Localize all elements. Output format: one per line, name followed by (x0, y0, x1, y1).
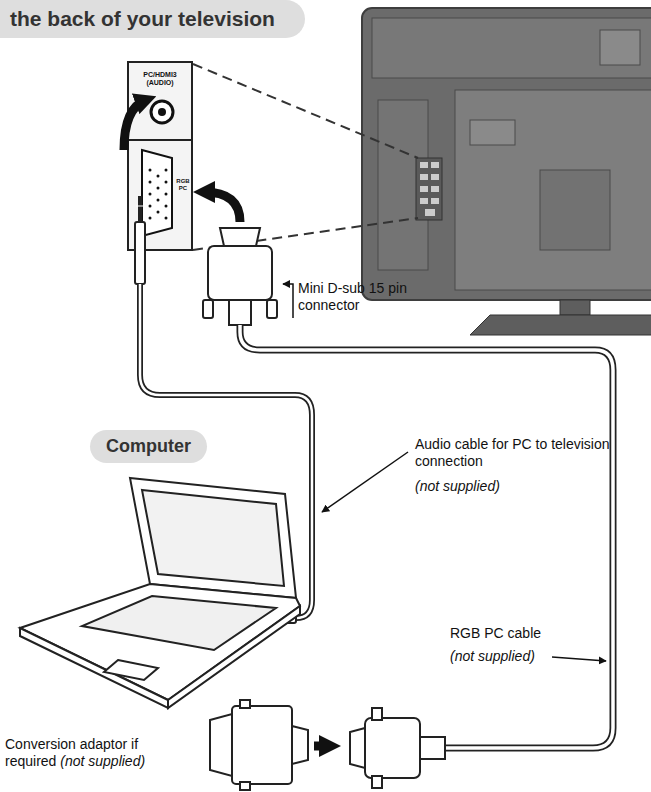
vga-plug-end (350, 708, 445, 788)
note-group: Conversion adaptor if required (not supp… (5, 736, 180, 770)
callout-text: (not supplied) (60, 753, 145, 769)
callout-text: (not supplied) (450, 648, 550, 665)
port-label: RGB PC (176, 178, 190, 192)
heading-pill: the back of your television (0, 0, 305, 38)
vga-plug (203, 228, 277, 325)
callout-text: Audio cable for PC to television connect… (415, 436, 615, 470)
heading-pill: Computer (90, 430, 207, 463)
audio-plug (135, 196, 145, 284)
heading-text: Computer (106, 436, 191, 457)
laptop (20, 478, 300, 708)
callout-text: (not supplied) (415, 478, 565, 495)
callout-text: RGB PC cable (450, 625, 600, 642)
heading-text: the back of your television (10, 7, 291, 31)
port-label: PC/HDMI3 (AUDIO) (130, 71, 190, 88)
conversion-adaptor (210, 700, 308, 790)
callout-text: Mini D-sub 15 pin connector (298, 280, 428, 314)
